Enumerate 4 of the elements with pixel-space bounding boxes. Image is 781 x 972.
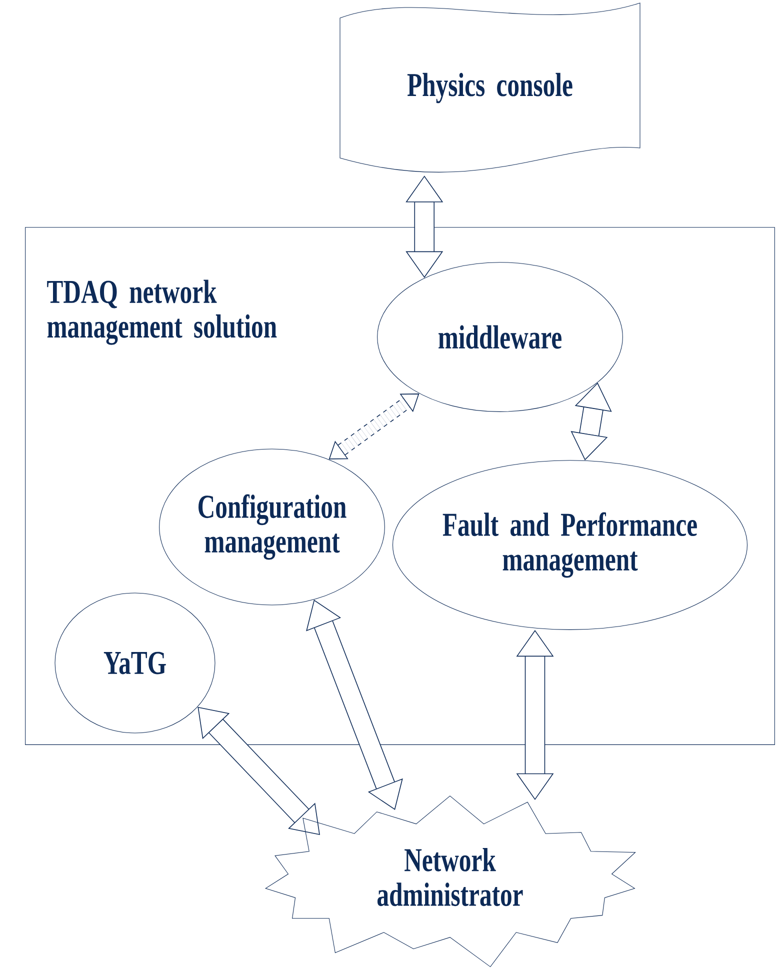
starburst: Network administrator [264,796,636,968]
double-arrow [306,600,403,810]
double-arrow [328,394,420,460]
double-arrow [406,176,444,278]
